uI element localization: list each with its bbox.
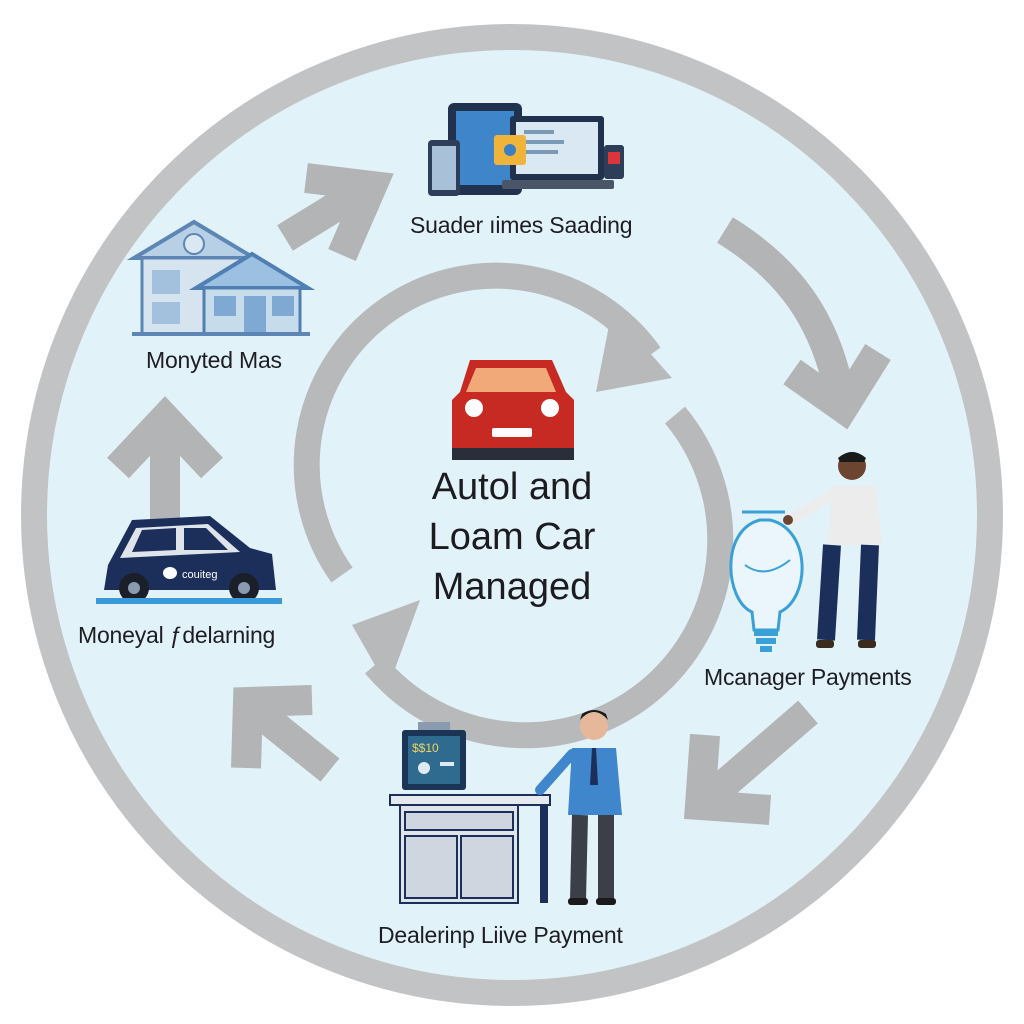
arrow-left-up <box>107 396 223 520</box>
arrow-bottom-left <box>231 685 340 782</box>
arrow-top-left <box>277 163 394 261</box>
center-title-line: Managed <box>432 566 592 608</box>
dealer-desk-icon: $$10 <box>389 710 622 905</box>
center-title-line: Autol and <box>431 466 593 508</box>
svg-text:couiteg: couiteg <box>182 569 217 581</box>
arrow-top-right <box>717 217 891 430</box>
arrow-bottom-right <box>683 700 818 825</box>
step-label-right: Mcanager Payments <box>704 664 912 690</box>
svg-text:$$10: $$10 <box>412 741 439 755</box>
house-icon <box>126 219 316 336</box>
step-label-top: Suader ıimes Saading <box>410 212 633 238</box>
left-car-icon: couiteg <box>96 516 282 604</box>
center-car-icon <box>452 360 574 460</box>
step-label-top-left: Monyted Mas <box>146 347 282 373</box>
step-label-bottom: Dealerinp Liive Payment <box>378 922 623 948</box>
inner-cycle-arrow <box>293 262 734 749</box>
center-title-line: Loam Car <box>428 516 596 558</box>
center-title: Autol and Loam Car Managed <box>392 462 632 612</box>
person-lightbulb-icon <box>729 452 882 652</box>
devices-icon <box>428 103 624 196</box>
outer-ring <box>21 24 1003 1006</box>
step-label-left: Moneyal ƒdelarning <box>78 622 276 648</box>
